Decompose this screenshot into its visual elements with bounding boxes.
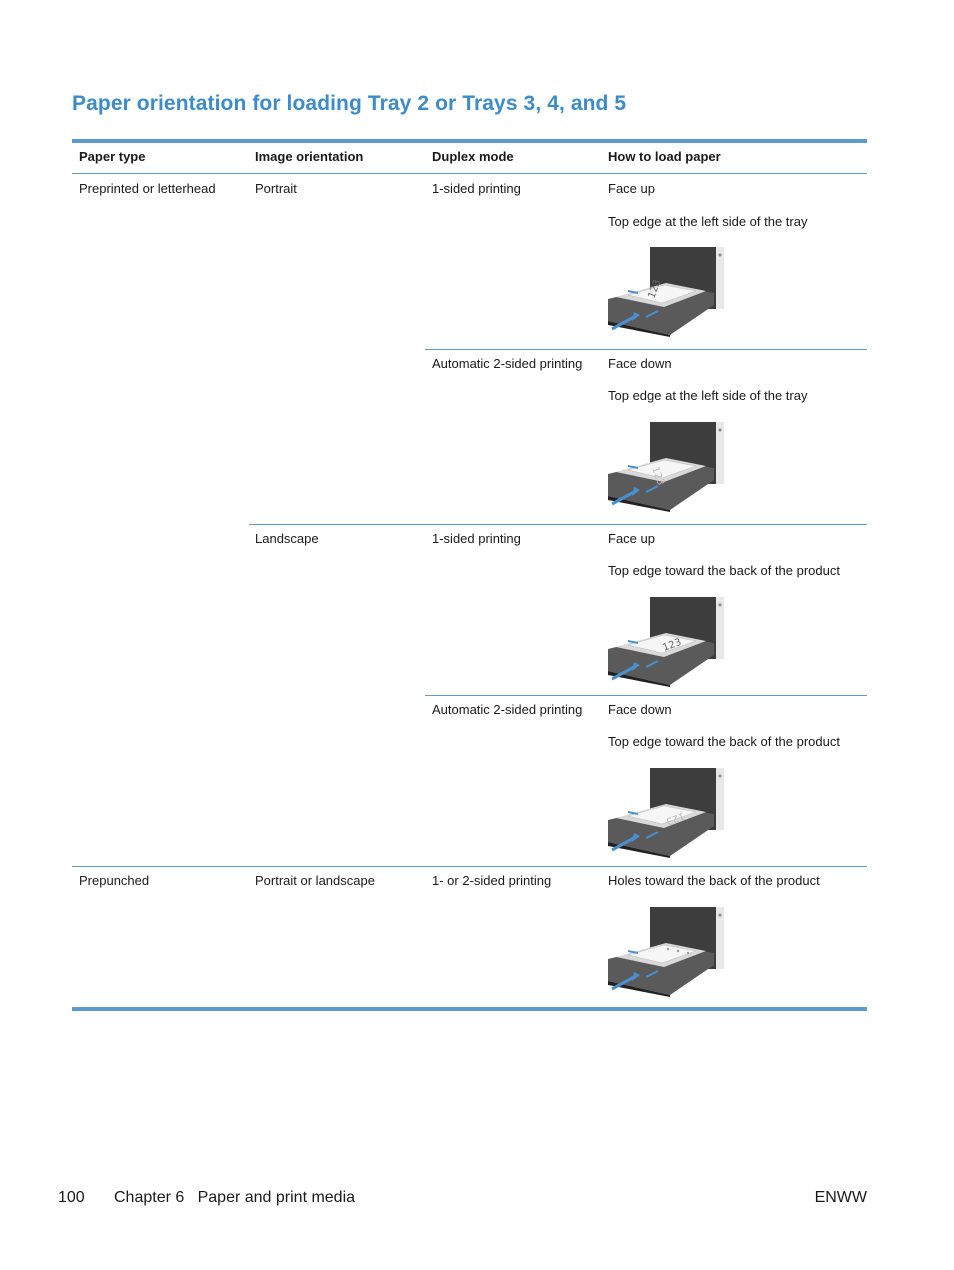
load-instruction-detail: Top edge toward the back of the product: [608, 563, 840, 578]
duplex-cell: 1- or 2-sided printing: [432, 873, 552, 888]
header-duplex-mode: Duplex mode: [432, 149, 514, 164]
duplex-cell: 1-sided printing: [432, 181, 521, 196]
paper-type-cell: Preprinted or letterhead: [79, 181, 216, 196]
orientation-cell: Landscape: [255, 531, 319, 546]
table-bottom-rule: [72, 1007, 867, 1011]
tray-illustration: 123: [608, 597, 724, 687]
duplex-cell: Automatic 2-sided printing: [432, 356, 583, 371]
load-instruction-detail: Top edge at the left side of the tray: [608, 214, 808, 229]
header-paper-type: Paper type: [79, 149, 146, 164]
duplex-cell: 1-sided printing: [432, 531, 521, 546]
load-instruction: Face down: [608, 702, 672, 717]
row-divider: [249, 524, 867, 525]
paper-type-cell: Prepunched: [79, 873, 150, 888]
load-instruction: Holes toward the back of the product: [608, 873, 820, 888]
page-number: 100: [58, 1189, 85, 1206]
load-instruction: Face down: [608, 356, 672, 371]
page-title: Paper orientation for loading Tray 2 or …: [72, 92, 627, 115]
row-divider: [72, 866, 867, 867]
tray-illustration: 123: [608, 422, 724, 512]
table-top-rule: [72, 139, 867, 143]
load-instruction: Face up: [608, 181, 655, 196]
orientation-cell: Portrait: [255, 181, 297, 196]
row-divider: [425, 349, 867, 350]
footer-label: ENWW: [814, 1189, 867, 1206]
load-instruction: Face up: [608, 531, 655, 546]
header-image-orientation: Image orientation: [255, 149, 364, 164]
header-divider: [72, 173, 867, 174]
chapter-title: Chapter 6 Paper and print media: [114, 1189, 356, 1206]
row-divider: [425, 695, 867, 696]
load-instruction-detail: Top edge toward the back of the product: [608, 734, 840, 749]
duplex-cell: Automatic 2-sided printing: [432, 702, 583, 717]
tray-illustration: 123: [608, 768, 724, 858]
tray-illustration: [608, 907, 724, 997]
orientation-cell: Portrait or landscape: [255, 873, 375, 888]
load-instruction-detail: Top edge at the left side of the tray: [608, 388, 808, 403]
tray-illustration: 123: [608, 247, 724, 337]
header-how-to-load: How to load paper: [608, 149, 721, 164]
